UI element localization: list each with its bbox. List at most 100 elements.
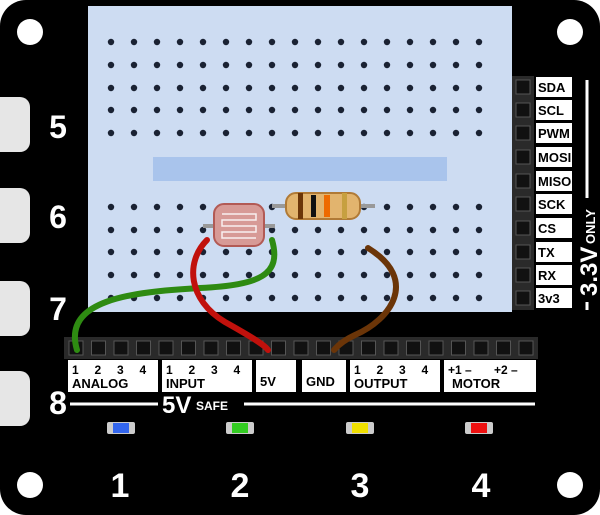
breadboard-hole (291, 61, 299, 69)
breadboard-hole (383, 203, 391, 211)
breadboard-hole (360, 271, 368, 279)
bottom-pin-socket (181, 340, 196, 356)
breadboard-hole (291, 226, 299, 234)
bottom-pin-socket (113, 340, 129, 356)
right-pin-label-box (536, 194, 572, 214)
breadboard-hole (245, 271, 253, 279)
breadboard-hole (452, 226, 460, 234)
header-pin-number: +1 – (448, 363, 472, 377)
breadboard-hole (291, 106, 299, 114)
breadboard-hole (406, 226, 414, 234)
voltage-right-small: ONLY (583, 209, 598, 244)
breadboard-hole (314, 294, 322, 302)
breadboard-hole (107, 203, 115, 211)
breadboard-hole (429, 106, 437, 114)
breadboard-hole (406, 38, 414, 46)
right-pin-socket (515, 244, 531, 260)
right-pin-label: RX (538, 268, 556, 283)
right-pin-socket (515, 79, 531, 95)
breadboard-hole (199, 106, 207, 114)
bottom-pin-socket (451, 340, 466, 356)
breadboard-hole (429, 129, 437, 137)
status-led (471, 423, 487, 433)
breadboard-hole (153, 38, 161, 46)
breadboard-hole (337, 106, 345, 114)
breadboard-hole (452, 106, 460, 114)
right-pin-label: SDA (538, 80, 566, 95)
header-label-box (444, 360, 536, 392)
header-pin-number: 3 (399, 363, 406, 377)
breadboard-hole (153, 129, 161, 137)
breadboard-hole (199, 84, 207, 92)
breadboard-hole (475, 248, 483, 256)
breadboard-hole (130, 226, 138, 234)
side-tab (0, 281, 30, 336)
bottom-pin-socket (158, 340, 174, 356)
header-group-label: ANALOG (72, 376, 128, 391)
breadboard-hole (268, 61, 276, 69)
side-tab (0, 371, 30, 426)
breadboard-hole (268, 106, 276, 114)
header-group-label: GND (306, 374, 335, 389)
breadboard-hole (268, 226, 276, 234)
breadboard-hole (475, 129, 483, 137)
right-pin-label: PWM (538, 126, 570, 141)
side-number: 6 (49, 199, 67, 235)
breadboard-hole (130, 271, 138, 279)
right-pin-socket (515, 102, 531, 118)
right-pin-label-box (536, 123, 572, 143)
breadboard-hole (314, 129, 322, 137)
breadboard-hole (337, 226, 345, 234)
header-pin-number: 4 (140, 363, 147, 377)
breadboard-hole (153, 106, 161, 114)
breadboard-hole (107, 129, 115, 137)
breadboard-hole (130, 106, 138, 114)
breadboard-hole (452, 84, 460, 92)
breadboard-hole (291, 38, 299, 46)
breadboard-hole (222, 84, 230, 92)
breadboard-hole (429, 226, 437, 234)
breadboard-hole (291, 294, 299, 302)
header-pin-number: 1 (166, 363, 173, 377)
breadboard-hole (153, 294, 161, 302)
header-label-box (68, 360, 158, 392)
breadboard-hole (360, 106, 368, 114)
breadboard-hole (337, 61, 345, 69)
header-label-box (162, 360, 252, 392)
breadboard-hole (107, 84, 115, 92)
right-pin-label: 3v3 (538, 291, 560, 306)
breadboard-hole (130, 203, 138, 211)
right-pin-socket (515, 173, 531, 189)
status-leds (107, 422, 493, 434)
breadboard-hole (383, 226, 391, 234)
breadboard-hole (452, 203, 460, 211)
header-group-label: OUTPUT (354, 376, 408, 391)
right-pin-socket (515, 267, 531, 283)
breadboard-hole (130, 248, 138, 256)
breadboard-hole (314, 248, 322, 256)
right-pin-label-box (536, 147, 572, 167)
right-pin-label: MOSI (538, 150, 571, 165)
mounting-hole-top-left (17, 19, 43, 45)
bottom-pin-socket (136, 340, 151, 356)
breadboard-hole (383, 38, 391, 46)
voltage-bottom-big: 5V (162, 392, 191, 419)
breadboard-hole (130, 84, 138, 92)
breadboard-hole (245, 129, 253, 137)
bottom-pin-socket (316, 340, 331, 356)
breadboard-hole (176, 61, 184, 69)
breadboard-hole (475, 203, 483, 211)
right-pin-socket (515, 125, 531, 141)
breadboard-hole (429, 294, 437, 302)
breadboard-hole (268, 84, 276, 92)
breadboard-hole (291, 271, 299, 279)
breadboard-hole (291, 248, 299, 256)
header-pin-number: 2 (95, 363, 102, 377)
breadboard-hole (337, 294, 345, 302)
bottom-pin-socket (518, 340, 534, 356)
breadboard-hole (199, 226, 207, 234)
breadboard-hole (268, 38, 276, 46)
header-group-label: MOTOR (452, 376, 501, 391)
side-number: 8 (49, 385, 67, 421)
